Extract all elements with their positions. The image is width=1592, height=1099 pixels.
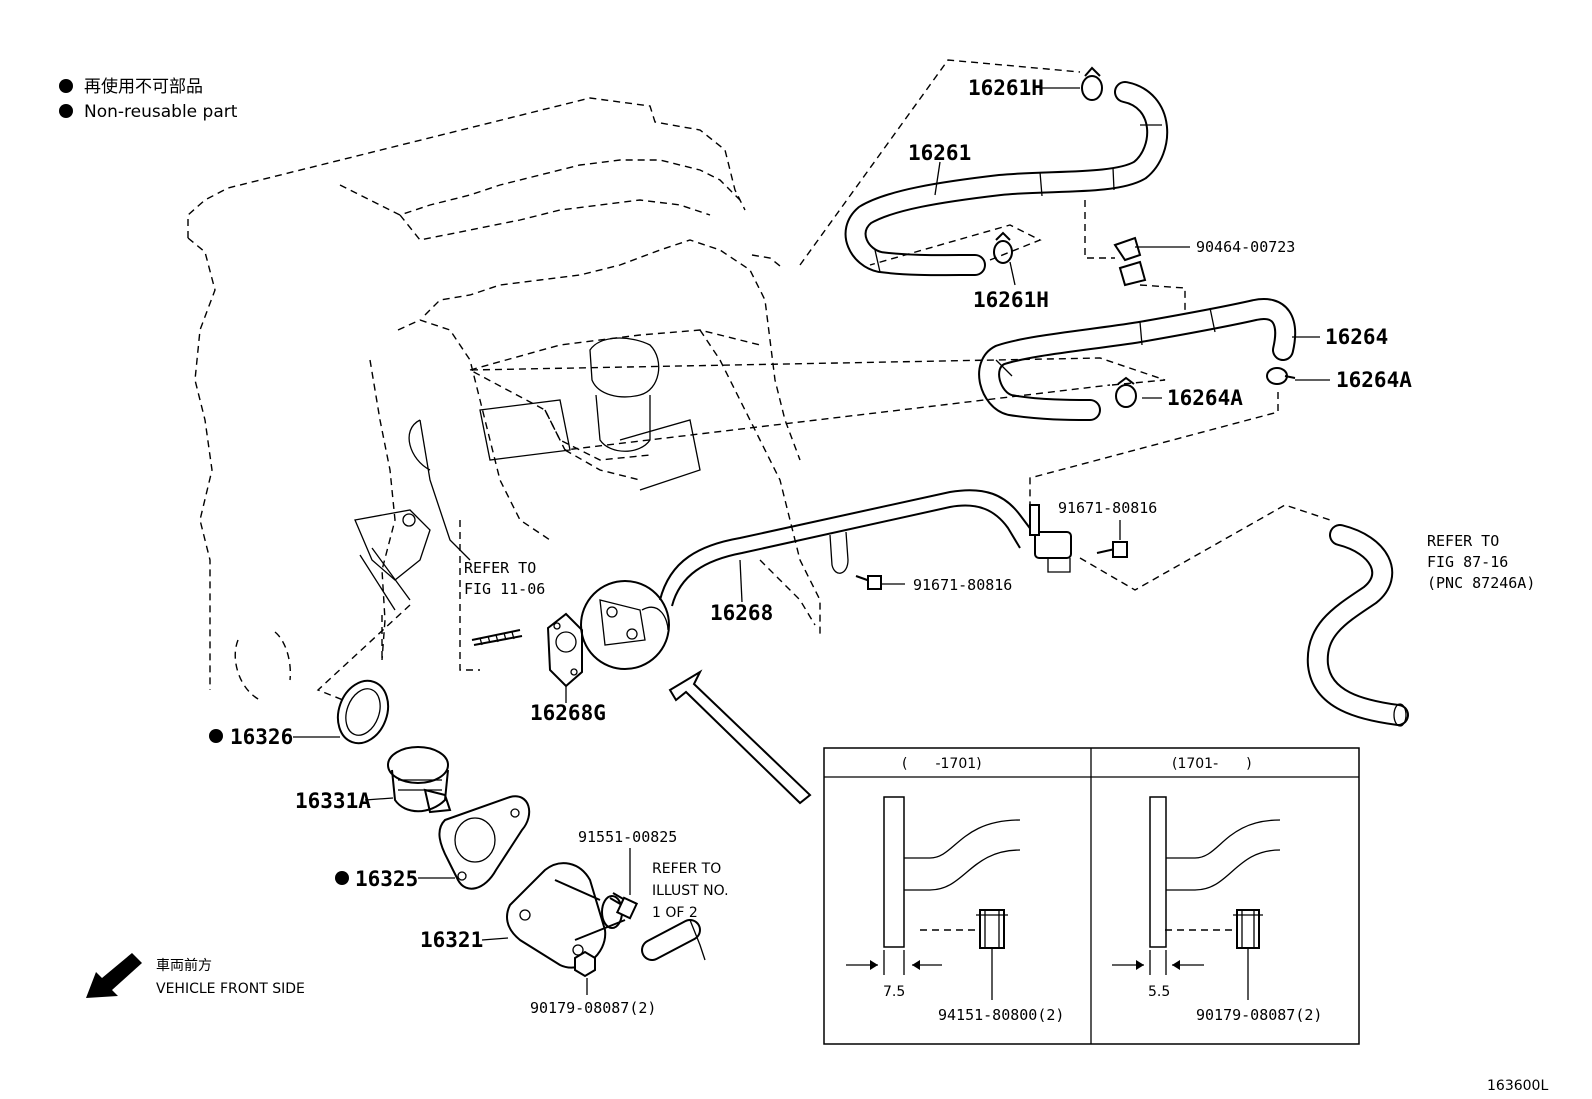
clamp-90464 [1113, 236, 1147, 287]
labels: 16261H 16261 90464-00723 16261H 16264 16… [209, 76, 1535, 1017]
detail-circle [580, 580, 670, 670]
non-reusable-bullet-icon [335, 871, 349, 885]
label-16261h-bottom: 16261H [973, 288, 1049, 312]
ref-illust-line2: ILLUST NO. [652, 883, 729, 899]
label-16331a: 16331A [295, 789, 371, 813]
bolt-91671-b [855, 575, 882, 590]
label-16268: 16268 [710, 601, 773, 625]
non-reusable-bullet-icon [59, 104, 73, 118]
water-inlet-16321 [506, 862, 626, 969]
label-16264a-right: 16264A [1336, 368, 1412, 392]
bolt-91671-a [1096, 541, 1128, 558]
direction-ja: 車両前方 [156, 957, 212, 974]
label-91671-80816-a: 91671-80816 [1058, 499, 1157, 517]
label-90179-08087: 90179-08087(2) [530, 999, 656, 1017]
gasket-16325 [438, 795, 531, 890]
detail-left-dimension: 7.5 [883, 984, 905, 1000]
ref-fig-11-06-line1: REFER TO [464, 559, 536, 577]
hose-87246a [1306, 524, 1409, 727]
label-16268g: 16268G [530, 701, 606, 725]
front-arrow-icon [86, 953, 142, 998]
label-16325: 16325 [355, 867, 418, 891]
legend-ja: 再使用不可部品 [84, 76, 203, 97]
ref-fig-87-16-line1: REFER TO [1427, 532, 1499, 550]
label-16321: 16321 [420, 928, 483, 952]
direction-en: VEHICLE FRONT SIDE [156, 981, 305, 997]
label-16261: 16261 [908, 141, 971, 165]
nut-90179 [574, 950, 596, 978]
label-16264a-left: 16264A [1167, 386, 1243, 410]
clamp-16264a-right [1266, 367, 1296, 385]
detail-box: ( -1701) 7.5 94151-80800(2) (1701- ) 5.5… [823, 747, 1360, 1045]
clamp-16261h-top [1081, 66, 1103, 101]
detail-right-dimension: 5.5 [1148, 984, 1170, 1000]
ref-fig-11-06-line2: FIG 11-06 [464, 580, 545, 598]
figure-code: 163600L [1487, 1078, 1548, 1094]
pipe-16268 [659, 489, 1072, 607]
thermostat-16331a [387, 746, 452, 814]
non-reusable-bullet-icon [59, 79, 73, 93]
label-16264: 16264 [1325, 325, 1388, 349]
label-90464-00723: 90464-00723 [1196, 238, 1295, 256]
gasket-16326 [336, 679, 390, 745]
non-reusable-bullet-icon [209, 729, 223, 743]
detail-left-header: ( -1701) [902, 756, 982, 772]
engine-block-outline [187, 97, 821, 701]
detail-right-part: 90179-08087(2) [1196, 1006, 1322, 1024]
ref-fig-87-16-line3: (PNC 87246A) [1427, 574, 1535, 592]
hose-16264 [978, 298, 1297, 421]
label-91551-00825: 91551-00825 [578, 828, 677, 846]
label-91671-80816-b: 91671-80816 [913, 576, 1012, 594]
detail-left-part: 94151-80800(2) [938, 1006, 1064, 1024]
ref-fig-87-16-line2: FIG 87-16 [1427, 553, 1508, 571]
clamp-16264a-left [1115, 376, 1137, 408]
hose-ref-illust [641, 919, 706, 961]
legend: 再使用不可部品 Non-reusable part [59, 76, 238, 122]
legend-en: Non-reusable part [84, 102, 238, 122]
label-16261h-top: 16261H [968, 76, 1044, 100]
arrow-to-detail [668, 669, 812, 805]
label-16326: 16326 [230, 725, 293, 749]
gasket-16268g [546, 612, 583, 688]
ref-illust-line3: 1 OF 2 [652, 905, 698, 921]
callout-leaders [293, 87, 1330, 995]
dashed-leaders [316, 59, 1331, 931]
ref-illust-line1: REFER TO [652, 861, 721, 877]
detail-right-header: (1701- ) [1172, 756, 1252, 772]
vehicle-front-indicator: 車両前方 VEHICLE FRONT SIDE [86, 953, 305, 998]
bolt-91551 [609, 892, 639, 920]
stud-bolt [471, 629, 523, 646]
clamp-16261h-bottom [993, 231, 1013, 264]
